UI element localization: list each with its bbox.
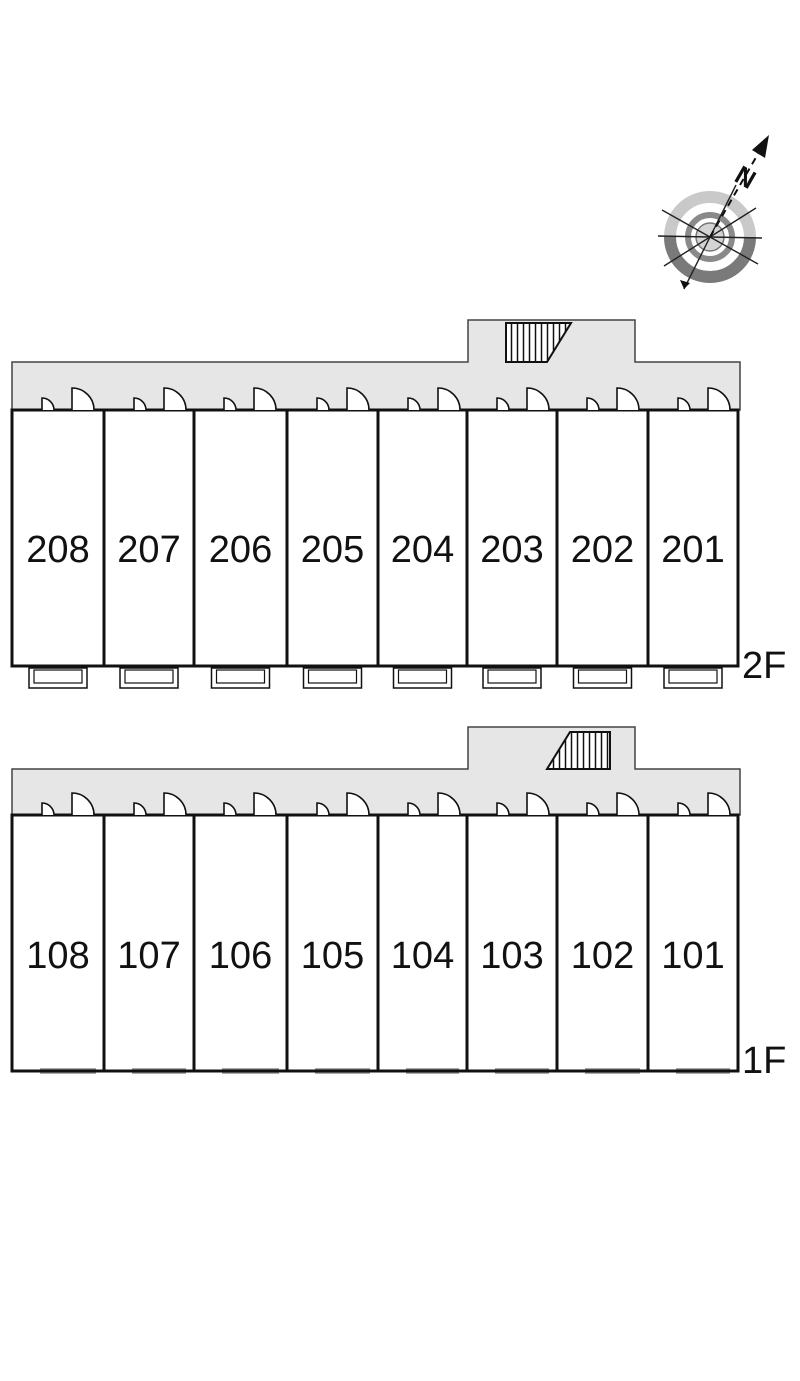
door-icon [316,387,370,411]
unit-102: 102 [555,792,650,1074]
balcony [572,667,633,689]
unit-202: 202 [555,387,650,689]
door-icon [316,792,370,816]
balcony [119,667,179,689]
unit-room [192,813,289,1073]
door-icon [677,792,731,816]
door-icon [586,387,640,411]
unit-room [376,813,469,1073]
unit-number: 208 [26,529,89,571]
door-icon [223,792,277,816]
window [132,1068,186,1074]
unit-number: 201 [661,529,724,571]
unit-room [10,408,106,668]
door-icon [496,792,550,816]
floor-2F: 208 207 206 205 204 203 202 201 2F [10,319,786,689]
unit-room [555,408,650,668]
door-icon [407,387,461,411]
unit-number: 101 [661,935,724,977]
staircase [545,731,611,770]
staircase [505,322,573,363]
window [40,1068,96,1074]
floor-label: 2F [742,645,786,687]
unit-number: 106 [209,935,272,977]
window [315,1068,370,1074]
window [495,1068,549,1074]
balcony [663,667,723,689]
compass-north-label: N [730,159,761,194]
door-icon [133,792,187,816]
unit-number: 205 [301,529,364,571]
unit-room [646,813,740,1073]
floor-label: 1F [742,1040,786,1082]
door-icon [223,387,277,411]
compass-icon: N [657,135,769,290]
unit-108: 108 [10,792,106,1074]
unit-207: 207 [102,387,196,689]
door-icon [133,387,187,411]
unit-room [102,408,196,668]
unit-room [102,813,196,1073]
unit-room [646,408,740,668]
unit-107: 107 [102,792,196,1074]
unit-number: 104 [391,935,454,977]
unit-room [285,408,380,668]
door-icon [407,792,461,816]
balcony [302,667,363,689]
door-icon [677,387,731,411]
unit-101: 101 [646,792,740,1074]
door-icon [41,387,95,411]
unit-number: 202 [571,529,634,571]
unit-208: 208 [10,387,106,689]
balcony [210,667,271,689]
unit-105: 105 [285,792,380,1074]
unit-number: 103 [480,935,543,977]
unit-number: 207 [117,529,180,571]
door-icon [586,792,640,816]
unit-room [555,813,650,1073]
unit-number: 105 [301,935,364,977]
balcony [28,667,88,689]
unit-room [376,408,469,668]
unit-206: 206 [192,387,289,689]
unit-205: 205 [285,387,380,689]
unit-201: 201 [646,387,740,689]
corridor [11,726,741,816]
window [676,1068,730,1074]
unit-room [192,408,289,668]
balcony [482,667,542,689]
window [406,1068,459,1074]
unit-number: 107 [117,935,180,977]
floor-1F: 108 107 106 105 104 103 102 101 1F [10,726,786,1082]
unit-number: 206 [209,529,272,571]
unit-room [10,813,106,1073]
window [222,1068,279,1074]
unit-103: 103 [465,792,559,1074]
unit-204: 204 [376,387,469,689]
unit-104: 104 [376,792,469,1074]
unit-203: 203 [465,387,559,689]
unit-room [465,408,559,668]
unit-number: 203 [480,529,543,571]
unit-number: 108 [26,935,89,977]
unit-number: 102 [571,935,634,977]
balcony [392,667,453,689]
unit-106: 106 [192,792,289,1074]
unit-room [285,813,380,1073]
window [585,1068,640,1074]
door-icon [41,792,95,816]
door-icon [496,387,550,411]
unit-number: 204 [391,529,454,571]
